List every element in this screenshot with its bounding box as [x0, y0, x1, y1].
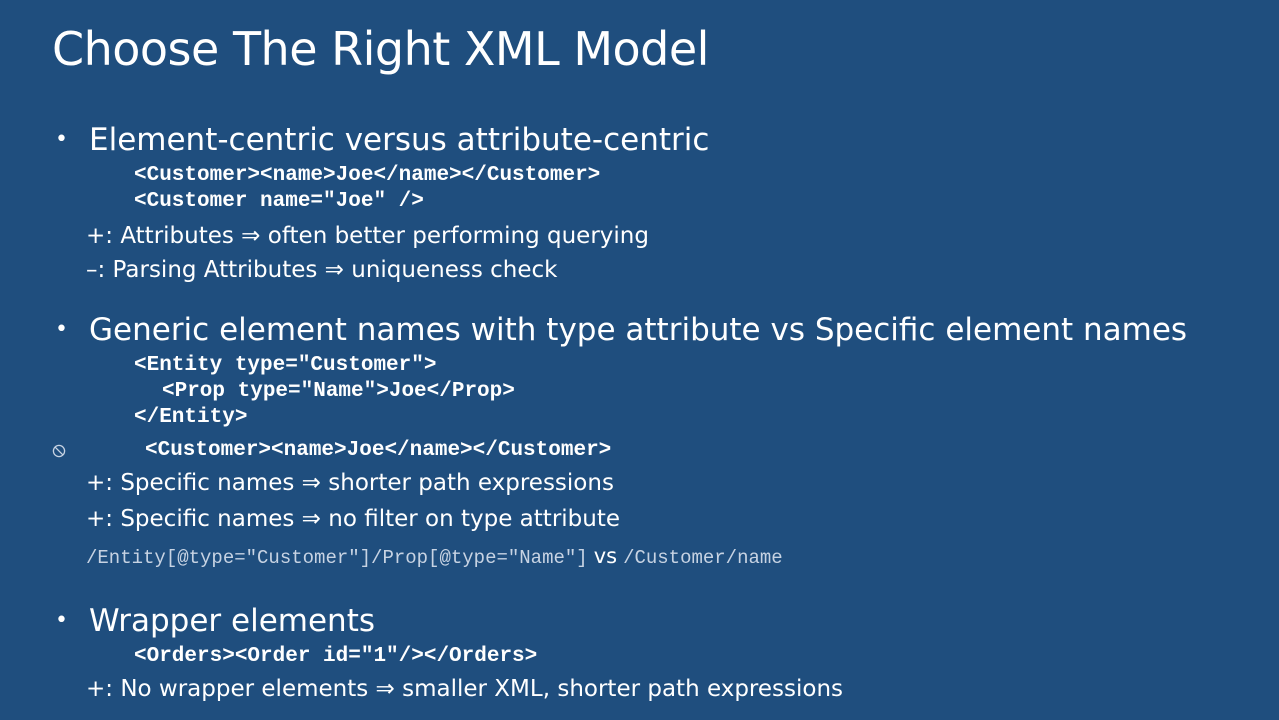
path-generic: /Entity[@type="Customer"]/Prop[@type="Na…	[86, 547, 588, 569]
bullet-wrapper-elements: • Wrapper elements	[55, 603, 375, 639]
code-orders: <Orders><Order id="1"/></Orders>	[134, 645, 538, 668]
note-parsing-attributes: –: Parsing Attributes ⇒ uniqueness check	[86, 257, 558, 283]
note-no-wrapper: +: No wrapper elements ⇒ smaller XML, sh…	[86, 676, 844, 702]
note-shorter-paths: +: Specific names ⇒ shorter path express…	[86, 470, 614, 496]
slide-title: Choose The Right XML Model	[52, 22, 709, 76]
path-specific: /Customer/name	[623, 547, 783, 569]
code-element-centric: <Customer><name>Joe</name></Customer>	[134, 164, 601, 187]
code-entity-close: </Entity>	[134, 406, 248, 429]
code-entity-open: <Entity type="Customer">	[134, 354, 437, 377]
code-prop: <Prop type="Name">Joe</Prop>	[162, 380, 515, 403]
note-attributes-performance: +: Attributes ⇒ often better performing …	[86, 223, 649, 249]
bullet-marker: •	[55, 317, 68, 342]
bullet-heading: Generic element names with type attribut…	[89, 312, 1188, 348]
bullet-heading: Wrapper elements	[89, 603, 376, 639]
path-comparison: /Entity[@type="Customer"]/Prop[@type="Na…	[86, 544, 783, 569]
prohibit-icon	[52, 444, 66, 458]
vs-label: vs	[593, 544, 618, 568]
bullet-marker: •	[55, 127, 68, 152]
bullet-element-centric: • Element-centric versus attribute-centri…	[55, 122, 709, 158]
code-attribute-centric: <Customer name="Joe" />	[134, 190, 424, 213]
code-specific-customer: <Customer><name>Joe</name></Customer>	[145, 439, 612, 462]
bullet-generic-vs-specific: • Generic element names with type attribu…	[55, 312, 1187, 348]
bullet-marker: •	[55, 608, 68, 633]
bullet-heading: Element-centric versus attribute-centric	[89, 122, 710, 158]
note-no-type-filter: +: Specific names ⇒ no filter on type at…	[86, 506, 621, 532]
